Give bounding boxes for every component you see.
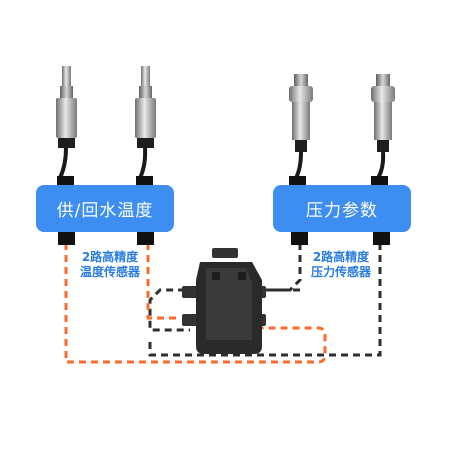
supply-return-temperature-label: 供/回水温度 xyxy=(56,201,154,221)
pressure-sensor-caption: 2路高精度 压力传感器 xyxy=(303,250,379,280)
temperature-sensor-2 xyxy=(135,66,156,188)
temperature-sensor-caption: 2路高精度 温度传感器 xyxy=(72,250,148,280)
pressure-caption-line-1: 2路高精度 xyxy=(312,250,370,264)
temperature-sensor-1 xyxy=(56,66,77,188)
pressure-parameter-label: 压力参数 xyxy=(306,201,378,221)
pressure-sensor-2 xyxy=(371,74,395,188)
orange-dashed-connections xyxy=(64,243,327,364)
junction-box xyxy=(182,248,266,354)
pressure-parameter-box: 压力参数 xyxy=(273,185,411,232)
pressure-caption-line-2: 压力传感器 xyxy=(310,265,371,279)
pressure-sensor-1 xyxy=(289,74,313,188)
temperature-caption-line-2: 温度传感器 xyxy=(79,265,140,279)
box-connectors xyxy=(57,176,390,245)
supply-return-temperature-box: 供/回水温度 xyxy=(36,185,174,232)
temperature-caption-line-1: 2路高精度 xyxy=(81,250,139,264)
dark-dashed-connections xyxy=(148,243,382,357)
